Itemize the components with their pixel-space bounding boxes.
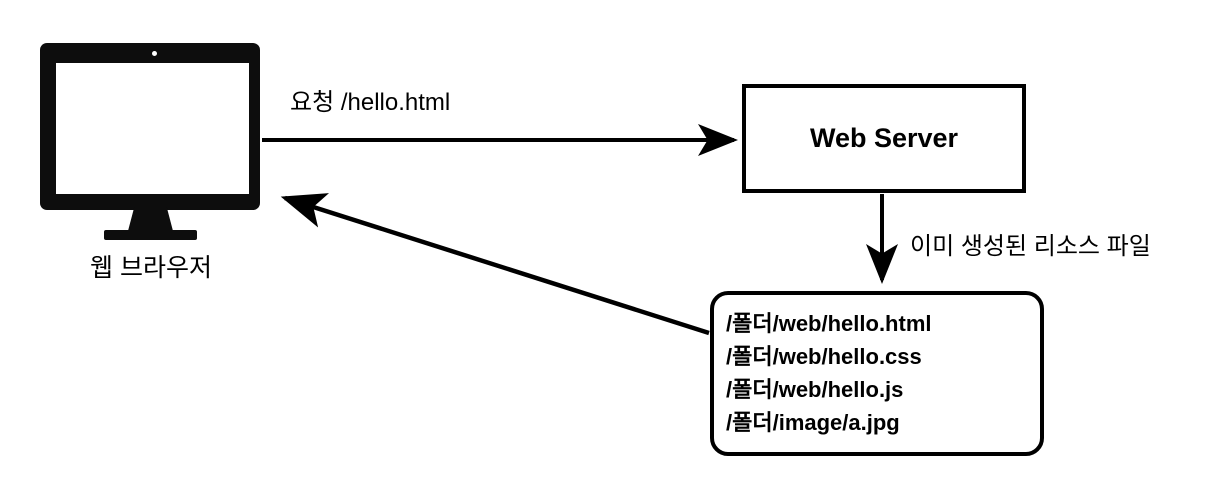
list-item: /폴더/web/hello.js [726, 377, 904, 402]
web-server-label: Web Server [809, 123, 959, 153]
files-to-browser-arrow [280, 193, 710, 336]
resource-files-box: /폴더/web/hello.html /폴더/web/hello.css /폴더… [710, 291, 1044, 456]
resource-note-label: 이미 생성된 리소스 파일 [910, 233, 1151, 260]
webcam-dot-icon [152, 51, 157, 56]
monitor-screen [56, 63, 249, 194]
web-server-box: Web Server [742, 84, 1026, 193]
monitor-icon [40, 43, 260, 210]
list-item: /폴더/web/hello.html [726, 311, 932, 336]
browser-label: 웹 브라우저 [90, 254, 212, 282]
browser-node [38, 41, 264, 246]
list-item: /폴더/web/hello.css [726, 344, 922, 369]
monitor-stand-base [104, 230, 197, 240]
monitor-stand-neck [128, 207, 173, 231]
resource-files-list: /폴더/web/hello.html /폴더/web/hello.css /폴더… [726, 307, 932, 439]
request-label: 요청 /hello.html [290, 89, 451, 116]
list-item: /폴더/image/a.jpg [726, 410, 900, 435]
